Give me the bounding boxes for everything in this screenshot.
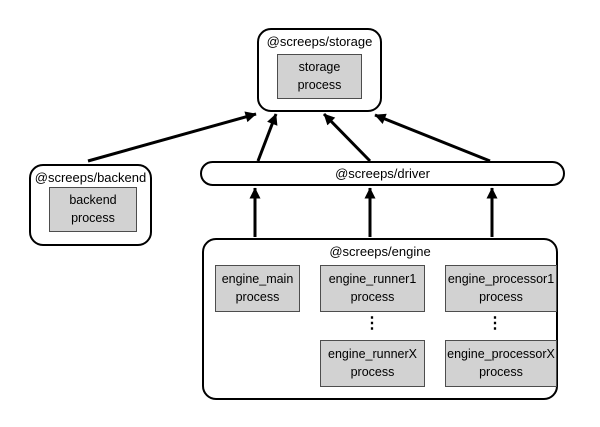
engine-processor1-process-box: engine_processor1 process xyxy=(445,265,557,312)
engine-main-process-box: engine_main process xyxy=(215,265,300,312)
storage-label: @screeps/storage xyxy=(266,34,373,49)
engine-runner1-process-box: engine_runner1 process xyxy=(320,265,425,312)
driver-label: @screeps/driver xyxy=(335,166,430,181)
engine-label: @screeps/engine xyxy=(329,244,431,259)
arrow-backend-to-storage xyxy=(87,111,257,163)
arrow-driver-to-storage-left xyxy=(256,113,278,162)
backend-label: @screeps/backend xyxy=(34,170,147,185)
processor-ellipsis: ⋮ xyxy=(487,315,503,332)
node-screeps-backend: @screeps/backend backend process xyxy=(29,164,152,246)
storage-process-box: storage process xyxy=(277,54,362,99)
node-screeps-storage: @screeps/storage storage process xyxy=(257,28,382,112)
engine-processorX-process-box: engine_processorX process xyxy=(445,340,557,387)
node-screeps-driver: @screeps/driver xyxy=(200,161,565,186)
arrow-driver-to-storage-right xyxy=(374,113,491,163)
arrow-driver-to-storage-mid xyxy=(322,112,372,163)
backend-process-box: backend process xyxy=(49,187,137,232)
engine-runnerX-process-box: engine_runnerX process xyxy=(320,340,425,387)
runner-ellipsis: ⋮ xyxy=(364,315,380,332)
node-screeps-engine: @screeps/engine engine_main process engi… xyxy=(202,238,558,400)
